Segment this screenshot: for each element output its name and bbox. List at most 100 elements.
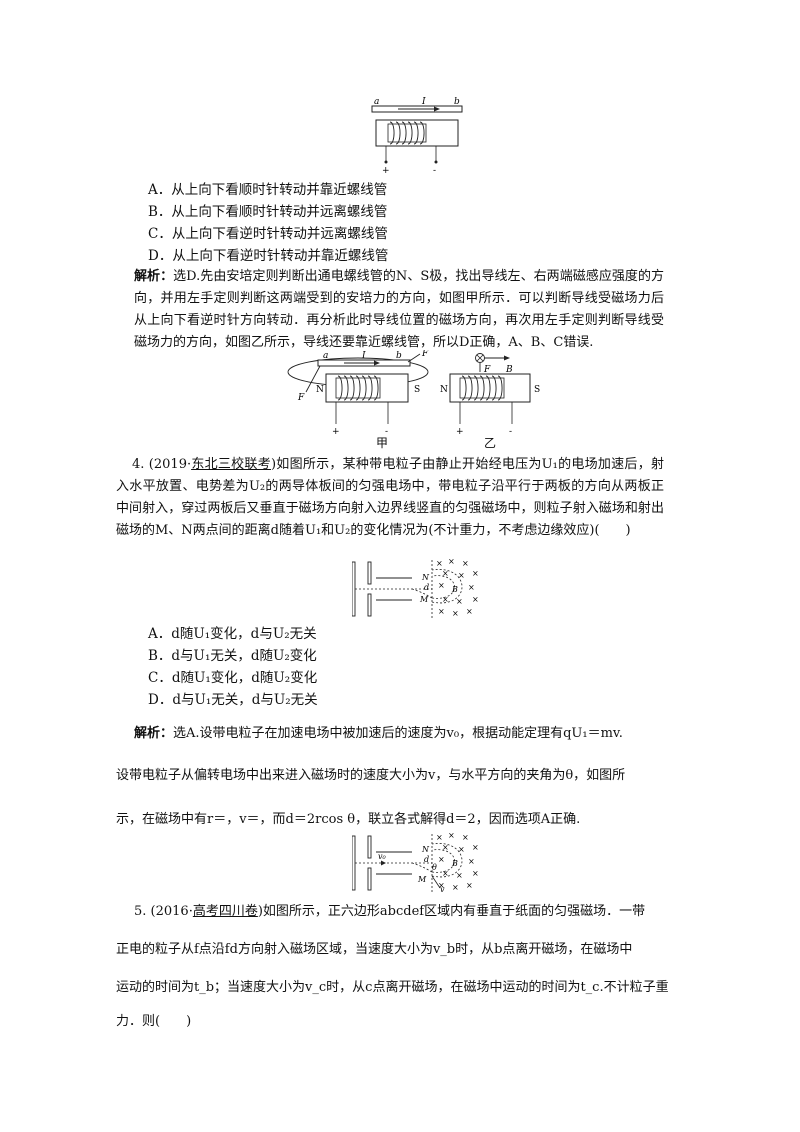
yi-terminal-plus: + xyxy=(456,427,464,437)
figure-q4: N d B M ×××××××××××××× xyxy=(352,558,479,618)
coil-loop xyxy=(467,375,473,401)
q4-label-n: N xyxy=(421,573,430,582)
figure-q4-solution: v₀ N d θ B M v ×××××××××××××× xyxy=(352,832,479,894)
coil-loop xyxy=(413,121,419,145)
field-cross-mark: × xyxy=(436,833,443,842)
q4-source: 东北三校联考 xyxy=(191,457,271,472)
jia-label-f-bottom: F xyxy=(297,393,305,403)
solenoid xyxy=(375,119,459,147)
coil-loop xyxy=(361,375,367,401)
coil-loop xyxy=(497,375,503,401)
jia-label-I: I xyxy=(361,351,366,361)
q5-source: 高考四川卷 xyxy=(192,904,258,919)
coil-loop xyxy=(419,121,425,145)
field-cross-mark: × xyxy=(456,597,463,606)
field-cross-mark: × xyxy=(438,607,445,616)
solution-label: 解析： xyxy=(134,269,174,284)
q3-option-b: B．从上向下看顺时针转动并远离螺线管 xyxy=(148,204,388,220)
caption-jia: 甲 xyxy=(376,436,389,450)
q4b-label-n: N xyxy=(421,845,430,854)
q4b-label-v0: v₀ xyxy=(378,852,387,861)
coil-loop xyxy=(355,375,361,401)
q4-label-m: M xyxy=(419,595,429,604)
coil-loop xyxy=(349,375,355,401)
field-cross-mark: × xyxy=(472,569,479,578)
q4b-label-theta: θ xyxy=(432,863,437,872)
field-cross-mark: × xyxy=(468,583,475,592)
jia-label-f-top: F xyxy=(421,350,429,359)
coil-loop xyxy=(491,375,497,401)
field-cross-mark: × xyxy=(456,871,463,880)
field-cross-mark: × xyxy=(466,881,473,890)
q5-line-1: 5. (2016·高考四川卷)如图所示，正六边形abcdef区域内有垂直于纸面的… xyxy=(134,900,645,919)
q3-solution: 解析：选D.先由安培定则判断出通电螺线管的N、S极，找出导线左、右两端磁感应强度… xyxy=(134,266,664,354)
q3-option-c: C．从上向下看逆时针转动并远离螺线管 xyxy=(148,226,388,242)
field-cross-mark: × xyxy=(468,857,475,866)
q4b-label-b: B xyxy=(451,859,458,868)
coil-loop xyxy=(395,121,401,145)
field-cross-mark: × xyxy=(472,843,479,852)
yi-label-n: N xyxy=(440,385,448,395)
coil-loop xyxy=(389,121,395,145)
caption-yi: 乙 xyxy=(484,436,497,450)
coil-loop xyxy=(343,375,349,401)
jia-label-s: S xyxy=(414,385,420,395)
q4-text: )如图所示，某种带电粒子由静止开始经电压为U₁的电场加速后，射入水平放置、电势差… xyxy=(116,457,664,538)
q4-option-c: C．d随U₁变化，d随U₂变化 xyxy=(148,670,318,686)
wire-label-I: I xyxy=(421,97,426,107)
jia-label-n: N xyxy=(316,385,324,395)
yi-label-s: S xyxy=(534,385,540,395)
field-cross-mark: × xyxy=(436,559,443,568)
field-cross-mark: × xyxy=(462,559,469,568)
jia-label-b: b xyxy=(396,351,402,361)
coil-loop xyxy=(479,375,485,401)
q5-text-1: )如图所示，正六边形abcdef区域内有垂直于纸面的匀强磁场．一带 xyxy=(257,904,646,919)
field-cross-mark: × xyxy=(466,607,473,616)
field-cross-mark: × xyxy=(442,843,449,852)
q3-option-a: A．从上向下看顺时针转动并靠近螺线管 xyxy=(148,182,388,198)
field-cross-mark: × xyxy=(452,883,459,892)
yi-label-b: B xyxy=(505,365,513,375)
field-cross-mark: × xyxy=(452,609,459,618)
q4b-label-m: M xyxy=(417,875,427,884)
q4-option-b: B．d与U₁无关，d随U₂变化 xyxy=(148,648,317,664)
figure-wire-solenoid: a I b + - xyxy=(371,97,463,176)
q3-option-d: D．从上向下看逆时针转动并靠近螺线管 xyxy=(148,248,389,264)
field-cross-mark: × xyxy=(458,845,465,854)
jia-terminal-plus: + xyxy=(332,427,340,437)
q4-solution-label: 解析： xyxy=(134,726,174,741)
field-cross-mark: × xyxy=(462,833,469,842)
coil-loop xyxy=(473,375,479,401)
q4-solution-line-3: 示，在磁场中有r＝，v＝，而d＝2rcos θ，联立各式解得d＝2，因而选项A正… xyxy=(116,812,581,827)
jia-terminal-minus: - xyxy=(385,427,388,437)
terminal-plus: + xyxy=(382,166,390,176)
field-cross-mark: × xyxy=(442,595,449,604)
field-cross-mark: × xyxy=(442,569,449,578)
jia-label-a: a xyxy=(323,351,328,361)
wire-label-a: a xyxy=(374,97,379,107)
q4b-label-v: v xyxy=(440,885,445,894)
q4-option-a: A．d随U₁变化，d与U₂无关 xyxy=(148,626,317,642)
field-cross-mark: × xyxy=(448,558,455,566)
q5-line-3: 运动的时间为t_b；当速度大小为v_c时，从c点离开磁场，在磁场中运动的时间为t… xyxy=(116,980,669,995)
field-cross-mark: × xyxy=(442,869,449,878)
q4-solution-text-1: 选A.设带电粒子在加速电场中被加速后的速度为v₀，根据动能定理有qU₁＝mv. xyxy=(173,726,623,741)
terminal-minus: - xyxy=(433,166,436,176)
coil-loop xyxy=(407,121,413,145)
q4-label-d: d xyxy=(424,583,429,592)
figure-yi: F B N S + - xyxy=(440,353,540,437)
wire-label-b: b xyxy=(454,97,460,107)
field-cross-mark: × xyxy=(458,571,465,580)
coil-loop xyxy=(485,375,491,401)
field-cross-mark: × xyxy=(438,881,445,890)
field-cross-mark: × xyxy=(472,595,479,604)
q5-number: 5. (2016· xyxy=(134,904,193,919)
figure-jia: a I b F F N S + - xyxy=(287,350,429,437)
q5-line-2: 正电的粒子从f点沿fd方向射入磁场区域，当速度大小为v_b时，从b点离开磁场，在… xyxy=(116,942,633,957)
coil-loop xyxy=(337,375,343,401)
q4-solution-line-2: 设带电粒子从偏转电场中出来进入磁场时的速度大小为v，与水平方向的夹角为θ，如图所 xyxy=(116,768,626,783)
q4b-label-d: d xyxy=(424,855,429,864)
field-cross-mark: × xyxy=(448,832,455,840)
q4-option-d: D．d与U₁无关，d与U₂无关 xyxy=(148,692,318,708)
